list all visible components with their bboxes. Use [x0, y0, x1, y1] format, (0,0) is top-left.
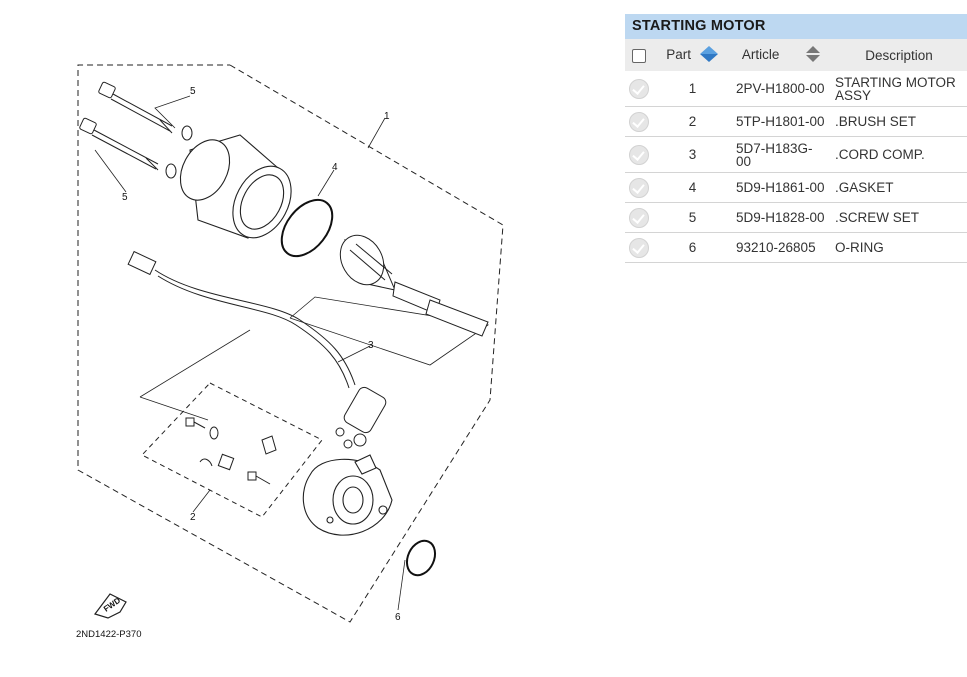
- parts-table: Part Article: [625, 39, 967, 263]
- table-row[interactable]: 3 5D7-H183G-00 .CORD COMP.: [625, 137, 967, 173]
- check-circle-icon[interactable]: [629, 78, 649, 99]
- brush-parts: [185, 417, 353, 485]
- article-column-header[interactable]: Article: [732, 39, 831, 71]
- sort-active-icon[interactable]: [699, 44, 719, 67]
- o-ring: [405, 539, 437, 577]
- part-number: 2: [688, 114, 697, 129]
- description-column-header: Description: [831, 39, 967, 71]
- part-description: O-RING: [835, 240, 884, 255]
- part-description: .BRUSH SET: [835, 114, 917, 129]
- part-description: STARTING MOTOR ASSY: [835, 74, 956, 103]
- fwd-arrow-icon: FWD: [94, 593, 127, 619]
- description-header-label: Description: [865, 47, 933, 63]
- part-column-header[interactable]: Part: [653, 39, 732, 71]
- table-row[interactable]: 6 93210-26805 O-RING: [625, 233, 967, 263]
- part-number: 3: [688, 147, 697, 162]
- table-header-row: Part Article: [625, 39, 967, 71]
- table-row[interactable]: 1 2PV-H1800-00 STARTING MOTOR ASSY: [625, 71, 967, 107]
- end-bracket: [302, 454, 393, 536]
- part-description: .SCREW SET: [835, 210, 920, 225]
- callout-2: 2: [190, 512, 196, 523]
- bolt-lower: [79, 117, 159, 171]
- table-row[interactable]: 4 5D9-H1861-00 .GASKET: [625, 173, 967, 203]
- select-all-checkbox[interactable]: [632, 48, 646, 63]
- check-circle-icon[interactable]: [629, 144, 649, 165]
- part-header-label: Part: [666, 46, 691, 62]
- table-row[interactable]: 2 5TP-H1801-00 .BRUSH SET: [625, 107, 967, 137]
- callout-5-upper: 5: [190, 86, 196, 97]
- article-number: 93210-26805: [736, 240, 816, 255]
- check-circle-icon[interactable]: [629, 207, 649, 228]
- motor-yoke: [179, 134, 292, 239]
- gasket-ring: [280, 198, 334, 258]
- brush-set-boundary: [141, 382, 323, 518]
- part-number: 5: [688, 210, 697, 225]
- exploded-parts-diagram: FWD 1 2 3 4 5 5 6 2ND1422-P370: [76, 64, 504, 640]
- callout-4: 4: [332, 162, 338, 173]
- cord-comp: [127, 250, 387, 447]
- article-number: 5D7-H183G-00: [736, 140, 813, 169]
- part-number: 6: [688, 240, 697, 255]
- callout-1: 1: [384, 111, 390, 122]
- article-number: 2PV-H1800-00: [736, 81, 825, 96]
- panel-title: STARTING MOTOR: [625, 14, 967, 39]
- part-description: .CORD COMP.: [835, 147, 925, 162]
- check-circle-icon[interactable]: [629, 237, 649, 258]
- part-number: 4: [688, 180, 697, 195]
- article-number: 5D9-H1828-00: [736, 210, 825, 225]
- parts-panel: STARTING MOTOR Part: [625, 14, 967, 263]
- check-circle-icon[interactable]: [629, 177, 649, 198]
- assembly-boundary: [77, 64, 504, 623]
- article-header-label: Article: [741, 46, 780, 62]
- callout-5-lower: 5: [122, 192, 128, 203]
- part-description: .GASKET: [835, 180, 894, 195]
- article-number: 5TP-H1801-00: [736, 114, 825, 129]
- callout-3: 3: [368, 340, 374, 351]
- article-number: 5D9-H1861-00: [736, 180, 825, 195]
- diagram-code: 2ND1422-P370: [76, 629, 142, 640]
- check-circle-icon[interactable]: [629, 111, 649, 132]
- table-row[interactable]: 5 5D9-H1828-00 .SCREW SET: [625, 203, 967, 233]
- select-all-header: [625, 39, 653, 71]
- diagram-svg: FWD 1 2 3 4 5 5 6 2ND1422-P370: [76, 64, 504, 640]
- callout-6: 6: [395, 612, 401, 623]
- part-number: 1: [688, 81, 697, 96]
- sort-icon[interactable]: [805, 45, 821, 66]
- armature: [339, 234, 489, 337]
- bolt-upper: [98, 81, 173, 134]
